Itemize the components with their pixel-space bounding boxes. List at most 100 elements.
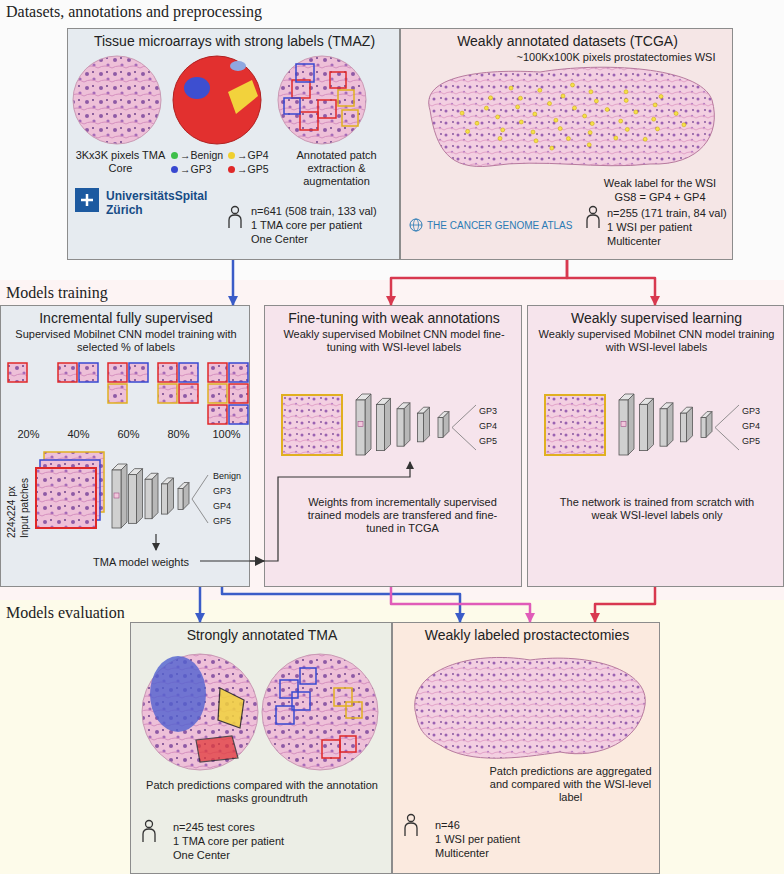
cnn-layer	[681, 413, 687, 442]
percent-label: 20%	[6, 428, 51, 441]
training-panel: Fine-tuning with weak annotationsWeakly …	[264, 305, 522, 587]
legend-item: →GP3	[171, 162, 212, 176]
panel-title: Weakly labeled prostactectomies	[393, 627, 661, 644]
patch-sample	[229, 384, 248, 403]
cnn-layer	[701, 412, 712, 418]
patch-dot	[656, 127, 660, 131]
legend-text: →GP5	[237, 163, 269, 175]
connector	[391, 587, 530, 622]
patch-box	[338, 90, 354, 106]
patch-dot	[583, 114, 587, 118]
input-patch	[545, 395, 605, 455]
dataset-count: n=245 test cores	[173, 821, 373, 834]
cnn-layer	[356, 400, 365, 455]
class-output: GP3	[479, 406, 515, 417]
logo-mark	[81, 194, 93, 206]
input-patch	[282, 395, 342, 455]
section-band: Datasets, annotations and preprocessingT…	[0, 0, 784, 280]
person-icon	[587, 215, 599, 228]
patch-dot	[489, 96, 493, 100]
patch-dot	[652, 117, 656, 121]
percent-label: 80%	[156, 428, 201, 441]
cnn-output-lines	[452, 405, 476, 450]
legend-item: →GP5	[228, 162, 269, 176]
class-output: GP3	[213, 486, 249, 497]
patch-dot	[566, 137, 570, 141]
legend-text: →Benign	[180, 149, 223, 161]
patch-sample	[108, 384, 127, 403]
cnn-layer	[356, 394, 371, 400]
patch-dot	[518, 96, 522, 100]
cnn-layer	[681, 407, 693, 413]
section-band: Models trainingIncremental fully supervi…	[0, 280, 784, 600]
cnn-layer	[137, 469, 143, 524]
panel-title: Fine-tuning with weak annotations	[265, 310, 523, 327]
dataset-panel: Weakly annotated datasets (TCGA)~100Kx10…	[400, 28, 733, 260]
class-output: Benign	[213, 471, 249, 482]
training-panel: Weakly supervised learningWeakly supervi…	[527, 305, 784, 587]
patch-dot	[558, 127, 562, 131]
weak-label: GS8 = GP4 + GP4	[591, 191, 729, 204]
wsi-image	[429, 67, 715, 166]
weak-label: Weak label for the WSI	[591, 177, 729, 190]
wsi-image	[415, 657, 646, 758]
cnn-layer	[152, 473, 158, 518]
weights-label: TMA model weights	[81, 556, 201, 569]
cnn-layer	[424, 407, 430, 442]
patch-dot	[548, 102, 552, 106]
cnn-layer	[404, 403, 410, 446]
legend-item: →Benign	[171, 148, 223, 162]
gp4-region	[228, 80, 258, 114]
patch-sample	[179, 384, 198, 403]
panel-note: Weights from incrementally supervised tr…	[295, 496, 510, 536]
cnn-layer	[385, 398, 391, 450]
patch-box	[322, 740, 340, 758]
cnn-layer	[438, 418, 443, 438]
patch-dot	[624, 90, 628, 94]
patch-dot	[605, 108, 609, 112]
legend-swatch	[228, 166, 235, 173]
gp4-region	[218, 688, 244, 728]
cnn-kernel	[621, 422, 626, 427]
dataset-note: 1 TMA core per patient	[173, 835, 373, 848]
patch-dot	[588, 131, 592, 135]
cnn-layer	[701, 418, 706, 438]
class-output: GP4	[742, 421, 778, 432]
dataset-note: 1 TMA core per patient	[251, 219, 399, 232]
cnn-layer	[397, 403, 410, 409]
tma-core	[278, 56, 366, 144]
cnn-layer	[687, 407, 693, 442]
percent-label: 60%	[106, 428, 151, 441]
weights-arrow	[264, 462, 410, 561]
patch-sample	[208, 405, 227, 424]
patch-dot	[534, 139, 538, 143]
panel-subtitle: Weakly supervised Mobilnet CNN model fin…	[270, 328, 518, 354]
person-icon	[229, 215, 241, 228]
cnn-layer	[706, 412, 712, 438]
section-title: Models evaluation	[6, 603, 506, 622]
cnn-layer	[660, 409, 667, 446]
cnn-layer	[112, 464, 127, 470]
cnn-layer	[178, 483, 189, 489]
class-output: GP5	[479, 436, 515, 447]
person-icon	[143, 829, 155, 842]
legend-swatch	[171, 166, 178, 173]
patch-box	[330, 72, 346, 88]
cnn-layer	[418, 407, 430, 413]
patch-box	[292, 80, 310, 98]
patch-box	[300, 112, 318, 130]
patch-sample	[208, 363, 227, 382]
legend-text: →GP3	[180, 163, 212, 175]
patch-sample	[129, 363, 148, 382]
patch-sample	[79, 363, 98, 382]
cnn-layer	[660, 403, 673, 409]
connector	[199, 587, 202, 622]
cnn-output-lines	[192, 475, 208, 523]
tma-core	[262, 654, 378, 770]
cnn-kernel	[358, 422, 363, 427]
patch-dot	[653, 103, 657, 107]
dataset-note: One Center	[251, 233, 399, 246]
cnn-layer	[183, 483, 189, 510]
mask-region	[230, 61, 246, 71]
panel-note: The network is trained from scratch with…	[548, 496, 766, 522]
